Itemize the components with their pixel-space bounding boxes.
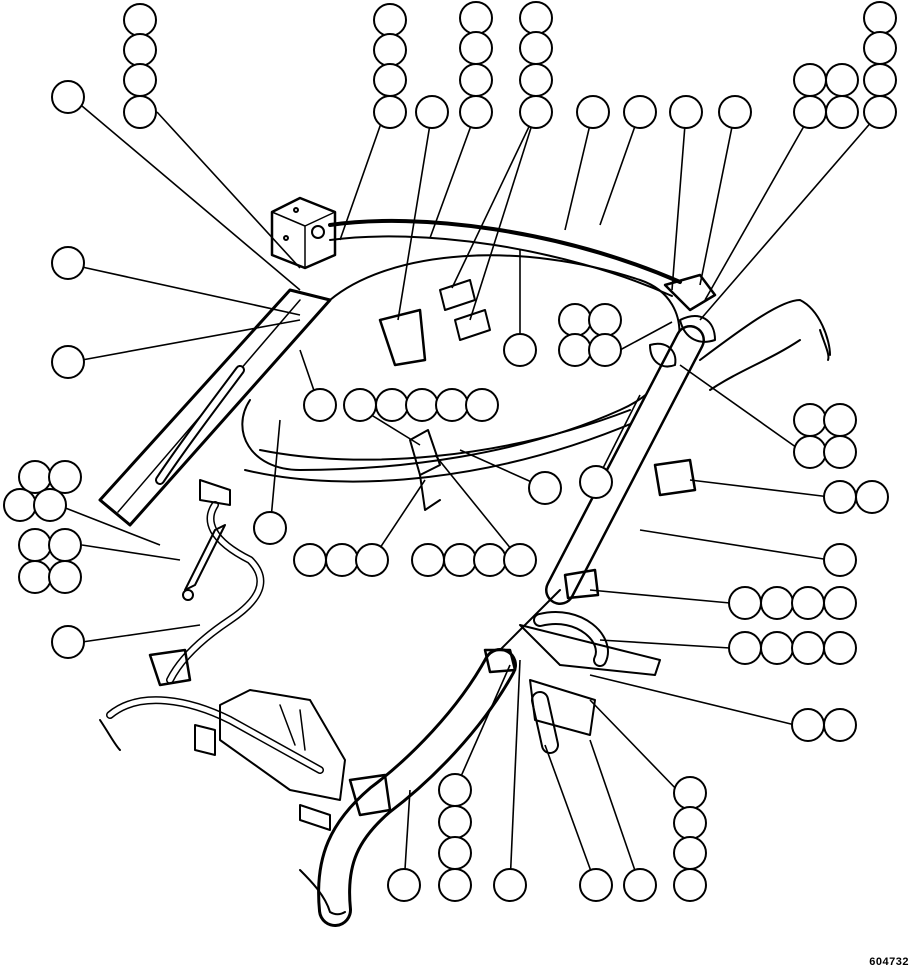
right-clamps (483, 458, 697, 736)
figure-reference-number: 604732 (869, 956, 909, 968)
lever-arm (182, 524, 226, 601)
upper-clamps (378, 273, 717, 368)
left-harness (155, 365, 245, 506)
valve-block (270, 196, 337, 270)
bottom-bracket (148, 648, 392, 831)
leader-lines (44, 105, 881, 886)
callout-balloons (3, 1, 897, 902)
hose-assembly (98, 218, 831, 927)
center-clip (409, 429, 441, 511)
